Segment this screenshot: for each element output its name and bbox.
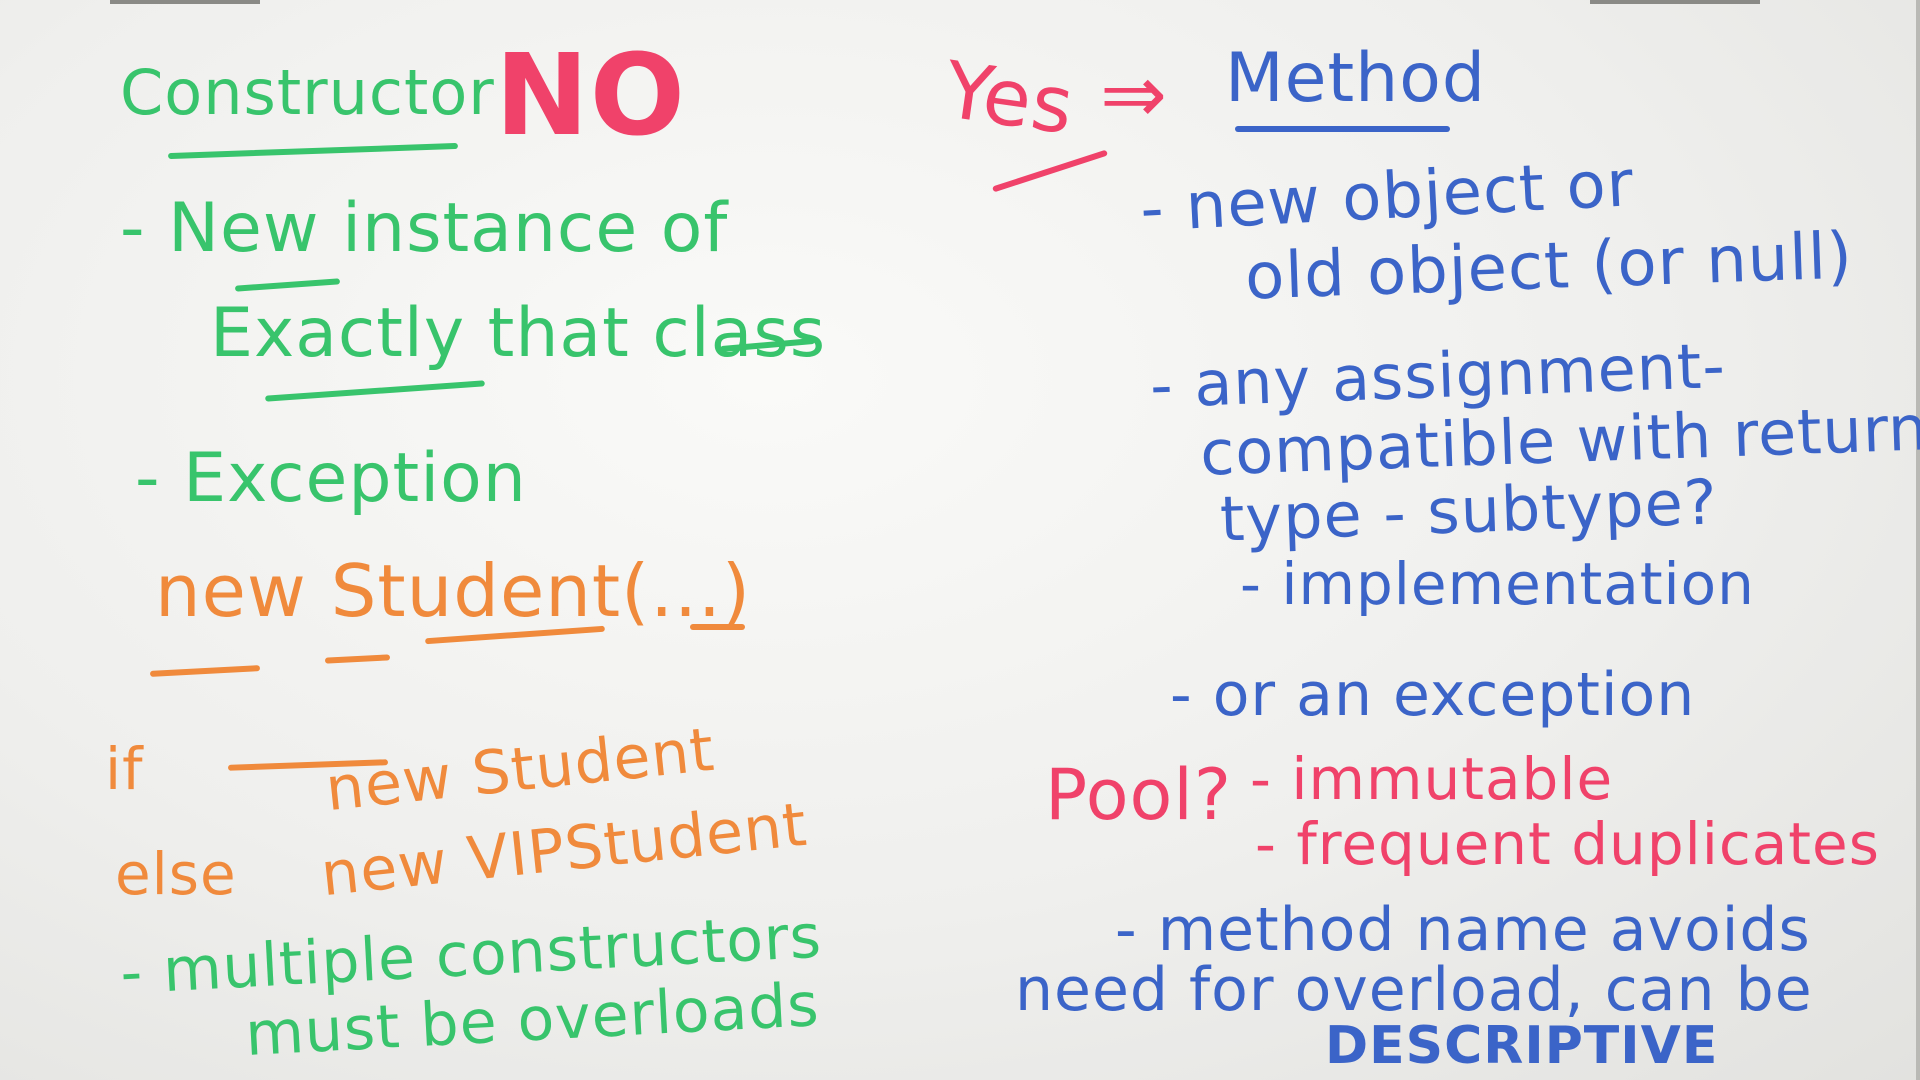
method-point-descriptive: DESCRIPTIVE bbox=[1325, 1016, 1719, 1076]
else-label: else bbox=[115, 840, 237, 908]
constructor-point-exactly-class: Exactly that class bbox=[210, 294, 827, 373]
constructor-example: new Student(...) bbox=[155, 549, 751, 633]
method-heading: Method bbox=[1225, 39, 1487, 118]
method-point-new-object: - new object or bbox=[1138, 147, 1636, 247]
exactly-underline bbox=[265, 380, 485, 402]
if-label: if bbox=[105, 735, 144, 803]
new-underline bbox=[234, 278, 341, 292]
implies-arrow: ⇒ bbox=[1100, 48, 1169, 141]
pool-frequent-duplicates: - frequent duplicates bbox=[1255, 810, 1880, 878]
board-frame-top-right bbox=[1590, 0, 1760, 4]
method-point-subtype: type - subtype? bbox=[1218, 465, 1719, 556]
yes-underline bbox=[992, 149, 1108, 193]
constructor-heading-underline bbox=[167, 142, 459, 160]
pool-label: Pool? bbox=[1045, 754, 1232, 836]
example-underline-3 bbox=[690, 624, 745, 630]
board-frame-top-left bbox=[110, 0, 260, 4]
constructor-point-new-instance: - New instance of bbox=[120, 189, 729, 268]
method-point-implementation: - implementation bbox=[1240, 550, 1755, 618]
example-underline-1 bbox=[324, 654, 391, 664]
method-verdict-yes: Yes bbox=[939, 45, 1080, 153]
board-frame-right bbox=[1916, 0, 1920, 1080]
constructor-heading: Constructor bbox=[120, 56, 495, 129]
example-underline-new bbox=[149, 665, 261, 677]
constructor-point-exception: - Exception bbox=[135, 439, 527, 518]
pool-immutable: - immutable bbox=[1250, 745, 1614, 813]
method-point-old-object: old object (or null) bbox=[1243, 219, 1855, 315]
method-point-exception: - or an exception bbox=[1170, 660, 1696, 730]
constructor-verdict-no: NO bbox=[495, 31, 686, 161]
method-point-name-avoids: - method name avoids bbox=[1115, 895, 1811, 965]
method-point-no-overload: need for overload, can be bbox=[1015, 955, 1813, 1025]
method-heading-underline bbox=[1235, 126, 1450, 132]
